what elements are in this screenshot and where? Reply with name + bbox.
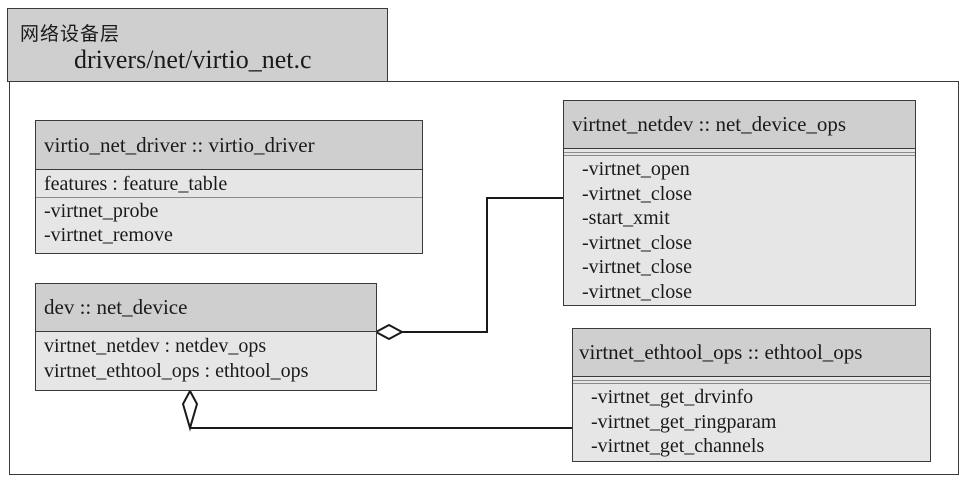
- class-header: virtio_net_driver :: virtio_driver: [36, 121, 422, 170]
- method-virtnet-close: -virtnet_close: [582, 182, 692, 205]
- class-net-device: dev :: net_device virtnet_netdev : netde…: [35, 283, 377, 391]
- aggregation-diamond-ethtool: [181, 388, 199, 432]
- attribute-ethtool-ops: virtnet_ethtool_ops : ethtool_ops: [44, 359, 309, 382]
- method-probe: -virtnet_probe: [44, 199, 159, 222]
- class-virtio-driver: virtio_net_driver :: virtio_driver featu…: [35, 120, 423, 254]
- package-tab: 网络设备层 drivers/net/virtio_net.c: [7, 8, 388, 82]
- method-get-ringparam: -virtnet_get_ringparam: [591, 410, 777, 433]
- method-virtnet-close: -virtnet_close: [582, 256, 692, 278]
- package-path: drivers/net/virtio_net.c: [74, 45, 312, 74]
- attribute-netdev-ops: virtnet_netdev : netdev_ops: [44, 335, 267, 357]
- section-divider: [36, 196, 422, 198]
- section-divider: [564, 152, 915, 156]
- package-title: 网络设备层: [20, 23, 121, 45]
- class-net-device-ops: virtnet_netdev :: net_device_ops -virtne…: [563, 100, 916, 306]
- method-virtnet-open: -virtnet_open: [582, 158, 690, 180]
- method-virtnet-close: -virtnet_close: [582, 280, 692, 303]
- class-header: virtnet_netdev :: net_device_ops: [564, 101, 915, 149]
- section-divider: [573, 380, 930, 384]
- method-get-channels: -virtnet_get_channels: [591, 435, 765, 457]
- method-get-drvinfo: -virtnet_get_drvinfo: [591, 386, 754, 408]
- method-remove: -virtnet_remove: [44, 224, 173, 246]
- class-header: dev :: net_device: [36, 284, 376, 332]
- link-netdev-ops: [402, 197, 563, 333]
- method-start-xmit: -start_xmit: [582, 207, 670, 229]
- class-header: virtnet_ethtool_ops :: ethtool_ops: [573, 329, 930, 377]
- aggregation-diamond-netdev: [373, 323, 405, 341]
- class-ethtool-ops: virtnet_ethtool_ops :: ethtool_ops -virt…: [572, 328, 931, 462]
- attribute-features: features : feature_table: [44, 173, 228, 195]
- method-virtnet-close: -virtnet_close: [582, 231, 692, 254]
